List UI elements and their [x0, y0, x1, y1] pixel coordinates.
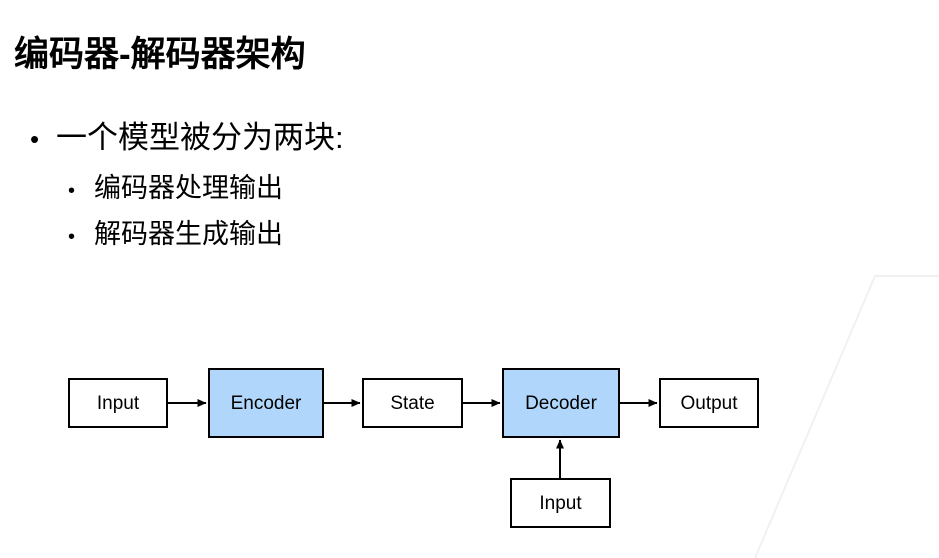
page-title: 编码器-解码器架构 [14, 35, 306, 75]
list-item: • 一个模型被分为两块: [30, 118, 630, 158]
list-item-label: 编码器处理输出 [94, 173, 283, 203]
diagram-node-decoder: Decoder [502, 368, 620, 438]
bullet-list: • 一个模型被分为两块: • 编码器处理输出 • 解码器生成输出 [30, 118, 630, 262]
bullet-dot-icon: • [68, 226, 76, 248]
list-item: • 编码器处理输出 [68, 170, 630, 206]
diagram-node-input-left: Input [68, 378, 168, 428]
list-item-label: 解码器生成输出 [94, 219, 283, 249]
list-item-label: 一个模型被分为两块: [56, 120, 344, 155]
list-item: • 解码器生成输出 [68, 216, 630, 252]
diagram-node-encoder: Encoder [208, 368, 324, 438]
diagram-node-output: Output [659, 378, 759, 428]
diagram-node-state: State [362, 378, 463, 428]
bullet-dot-icon: • [68, 180, 76, 202]
bullet-dot-icon: • [30, 124, 40, 154]
diagram-node-input-bottom: Input [510, 478, 611, 528]
